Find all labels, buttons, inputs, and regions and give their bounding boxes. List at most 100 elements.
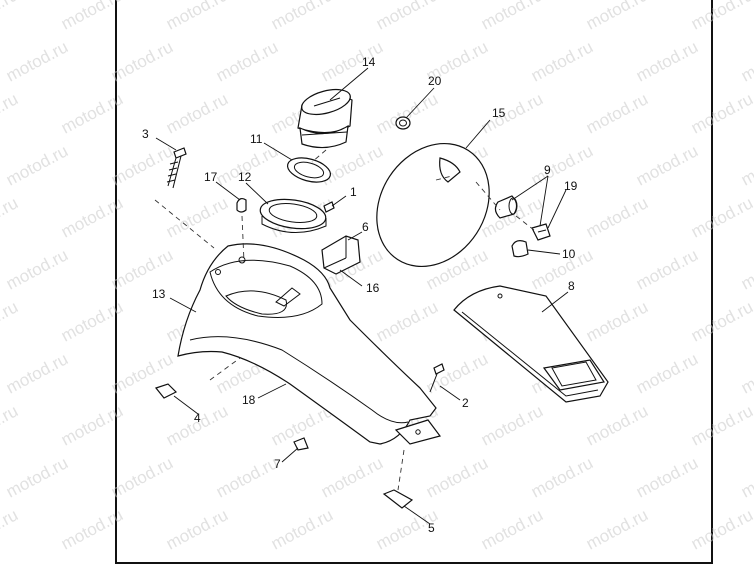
watermark-text: motod.ru bbox=[58, 297, 126, 345]
callout-10: 10 bbox=[562, 247, 576, 261]
watermark-text: motod.ru bbox=[318, 37, 386, 85]
watermark-text: motod.ru bbox=[633, 349, 701, 397]
part-8-panel bbox=[453, 285, 609, 403]
watermark-text: motod.ru bbox=[0, 89, 21, 137]
watermark-text: motod.ru bbox=[268, 0, 336, 34]
callout-11: 11 bbox=[250, 132, 263, 146]
watermark-text: motod.ru bbox=[478, 0, 546, 34]
part-14-fuel-cap bbox=[297, 88, 353, 149]
watermark-text: motod.ru bbox=[318, 453, 386, 501]
watermark-text: motod.ru bbox=[268, 505, 336, 553]
callout-6: 6 bbox=[362, 220, 369, 234]
watermark-text: motod.ru bbox=[3, 141, 71, 189]
watermark-text: motod.ru bbox=[738, 37, 754, 85]
watermark-text: motod.ru bbox=[478, 401, 546, 449]
watermark-text: motod.ru bbox=[213, 453, 281, 501]
watermark-text: motod.ru bbox=[633, 453, 701, 501]
callout-18: 18 bbox=[242, 393, 256, 407]
watermark-text: motod.ru bbox=[163, 505, 231, 553]
watermark-text: motod.ru bbox=[688, 89, 754, 137]
watermark-text: motod.ru bbox=[583, 297, 651, 345]
part-17-plug bbox=[236, 197, 247, 213]
watermark-text: motod.ru bbox=[688, 0, 754, 34]
watermark-text: motod.ru bbox=[478, 505, 546, 553]
callout-20: 20 bbox=[428, 74, 442, 88]
assembly-lines bbox=[154, 149, 535, 491]
watermark-text: motod.ru bbox=[318, 141, 386, 189]
callout-16: 16 bbox=[366, 281, 380, 295]
callout-3: 3 bbox=[142, 127, 149, 141]
leader-lines bbox=[155, 67, 569, 525]
watermark-text: motod.ru bbox=[58, 193, 126, 241]
watermark-text: motod.ru bbox=[0, 193, 21, 241]
part-1-screw bbox=[323, 201, 335, 213]
callout-7: 7 bbox=[274, 457, 281, 471]
watermark-text: motod.ru bbox=[108, 141, 176, 189]
part-2-screw bbox=[429, 363, 445, 393]
watermark-text: motod.ru bbox=[163, 89, 231, 137]
callout-9: 9 bbox=[544, 163, 551, 177]
callout-14: 14 bbox=[362, 55, 376, 69]
watermark-text: motod.ru bbox=[738, 453, 754, 501]
watermark-text: motod.ru bbox=[478, 89, 546, 137]
watermark-text: motod.ru bbox=[3, 349, 71, 397]
watermark-text: motod.ru bbox=[583, 89, 651, 137]
callout-17: 17 bbox=[204, 170, 218, 184]
watermark-text: motod.ru bbox=[738, 245, 754, 293]
part-11-gasket bbox=[286, 157, 332, 183]
watermark-text: motod.ru bbox=[583, 401, 651, 449]
watermark-text: motod.ru bbox=[688, 193, 754, 241]
part-15-round-cover bbox=[376, 142, 490, 268]
part-7-clip bbox=[293, 437, 309, 451]
watermark-text: motod.ru bbox=[688, 401, 754, 449]
callout-8: 8 bbox=[568, 279, 575, 293]
watermark-text: motod.ru bbox=[633, 37, 701, 85]
watermark-text: motod.ru bbox=[163, 401, 231, 449]
watermark-text: motod.ru bbox=[528, 37, 596, 85]
watermark-text: motod.ru bbox=[373, 297, 441, 345]
watermark-text: motod.ru bbox=[373, 89, 441, 137]
callouts: 14 20 15 11 3 17 12 1 6 16 9 19 10 8 13 … bbox=[142, 55, 578, 535]
watermark-text: motod.ru bbox=[423, 349, 491, 397]
watermark-text: motod.ru bbox=[0, 401, 21, 449]
part-9-switch bbox=[494, 195, 518, 219]
watermark-text: motod.ru bbox=[58, 0, 126, 34]
watermark-text: motod.ru bbox=[0, 297, 21, 345]
watermark-text: motod.ru bbox=[58, 401, 126, 449]
watermark-text: motod.ru bbox=[0, 0, 21, 34]
callout-13: 13 bbox=[152, 287, 166, 301]
watermark-text: motod.ru bbox=[108, 245, 176, 293]
part-6-bracket bbox=[321, 235, 361, 275]
watermark-text: motod.ru bbox=[688, 297, 754, 345]
watermark-text: motod.ru bbox=[3, 453, 71, 501]
watermark-text: motod.ru bbox=[583, 0, 651, 34]
part-12-filler-ring bbox=[259, 198, 327, 234]
watermark-text: motod.ru bbox=[3, 245, 71, 293]
callout-5: 5 bbox=[428, 521, 435, 535]
callout-1: 1 bbox=[350, 185, 357, 199]
part-4-clip bbox=[154, 383, 178, 399]
callout-15: 15 bbox=[492, 106, 506, 120]
watermark-text: motod.ru bbox=[163, 0, 231, 34]
watermark-text: motod.ru bbox=[213, 37, 281, 85]
callout-2: 2 bbox=[462, 396, 469, 410]
part-20-grommet bbox=[395, 116, 411, 130]
watermark-text: motod.ru bbox=[58, 89, 126, 137]
watermark-text: motod.ru bbox=[583, 505, 651, 553]
watermark-text: motod.ru bbox=[738, 141, 754, 189]
callout-4: 4 bbox=[194, 411, 201, 425]
part-10-bezel bbox=[511, 240, 529, 258]
watermark-text: motod.ru bbox=[58, 505, 126, 553]
watermark-text: motod.ru bbox=[688, 505, 754, 553]
watermark-text: motod.ru bbox=[108, 37, 176, 85]
part-3-bolt bbox=[166, 147, 187, 189]
part-5-clip bbox=[382, 489, 414, 509]
watermark-text: motod.ru bbox=[528, 453, 596, 501]
callout-12: 12 bbox=[238, 170, 252, 184]
watermark-text: motod.ru bbox=[108, 453, 176, 501]
callout-19: 19 bbox=[564, 179, 578, 193]
part-19-key bbox=[531, 223, 551, 241]
